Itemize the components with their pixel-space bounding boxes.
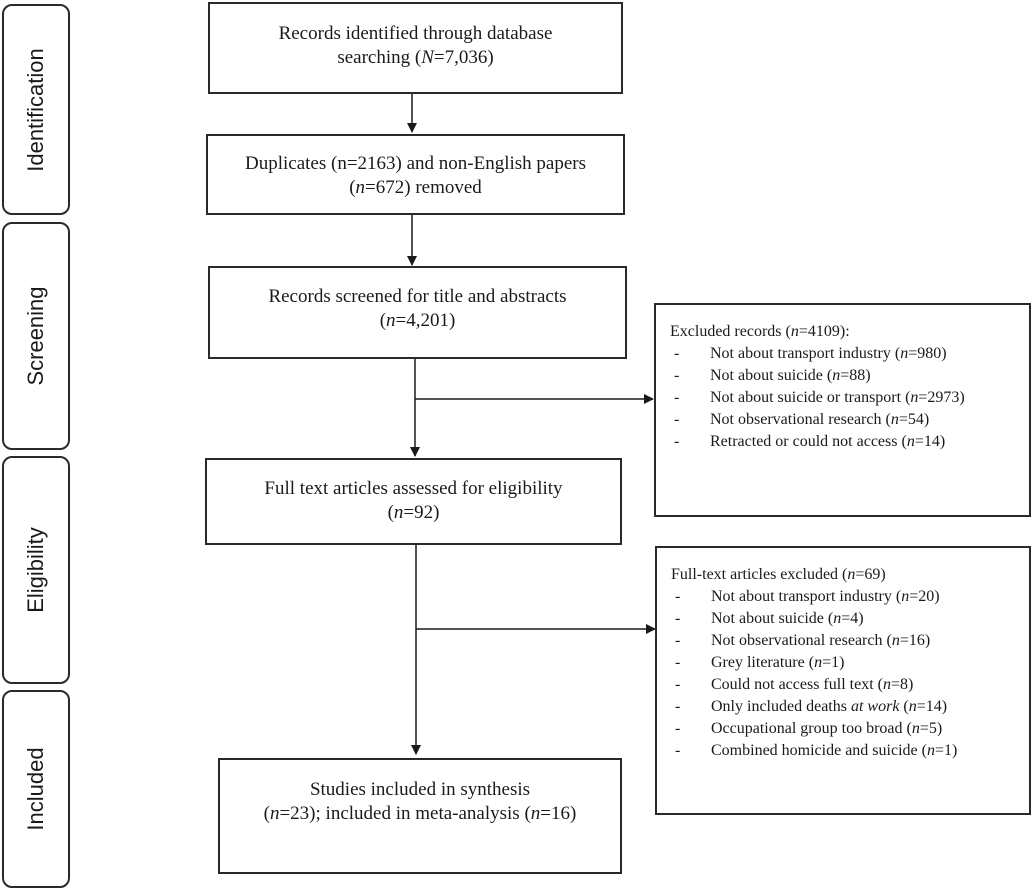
box-records-screened: Records screened for title and abstracts… [208,266,627,359]
list-item: -Combined homicide and suicide (n=1) [675,742,958,759]
box-studies-included: Studies included in synthesis (n=23); in… [218,758,622,874]
records-identified-line1: Records identified through database [278,23,553,44]
list-item: -Not about transport industry (n=980) [674,345,947,362]
fulltext-excluded-title: Full-text articles excluded (n=69) [671,566,886,583]
stage-included: Included [2,690,70,888]
box-records-identified: Records identified through database sear… [208,2,623,94]
full-text-line2: (n=92) [387,502,440,523]
box-full-text-assessed: Full text articles assessed for eligibil… [205,458,622,545]
list-item: -Only included deaths at work (n=14) [675,698,948,715]
list-item: -Could not access full text (n=8) [675,676,914,693]
duplicates-line1: Duplicates (n=2163) and non-English pape… [244,153,587,174]
included-line1: Studies included in synthesis [309,779,531,800]
list-item: -Not observational research (n=16) [675,632,931,649]
stage-eligibility: Eligibility [2,456,70,684]
excluded-records-title: Excluded records (n=4109): [670,323,850,340]
list-item: -Occupational group too broad (n=5) [675,720,943,737]
stage-identification: Identification [2,4,70,215]
list-item: -Grey literature (n=1) [675,654,845,671]
box-duplicates: Duplicates (n=2163) and non-English pape… [206,134,625,215]
screened-line2: (n=4,201) [379,310,456,331]
full-text-line1: Full text articles assessed for eligibil… [264,478,563,499]
list-item: -Not observational research (n=54) [674,411,930,428]
box-excluded-records: Excluded records (n=4109): -Not about tr… [654,303,1031,517]
screened-line1: Records screened for title and abstracts [268,286,567,307]
list-item: -Not about suicide or transport (n=2973) [674,389,965,406]
list-item: -Not about suicide (n=88) [674,367,871,384]
fulltext-excluded-list: -Not about transport industry (n=20) -No… [671,586,957,762]
box-fulltext-excluded: Full-text articles excluded (n=69) -Not … [655,546,1031,815]
included-line2: (n=23); included in meta-analysis (n=16) [263,803,577,824]
records-identified-line2: searching (N=7,036) [337,47,494,68]
list-item: -Not about suicide (n=4) [675,610,864,627]
duplicates-line2: (n=672) removed [349,177,482,198]
excluded-records-list: -Not about transport industry (n=980) -N… [670,343,965,453]
list-item: -Not about transport industry (n=20) [675,588,940,605]
stage-screening: Screening [2,222,70,450]
list-item: -Retracted or could not access (n=14) [674,433,946,450]
